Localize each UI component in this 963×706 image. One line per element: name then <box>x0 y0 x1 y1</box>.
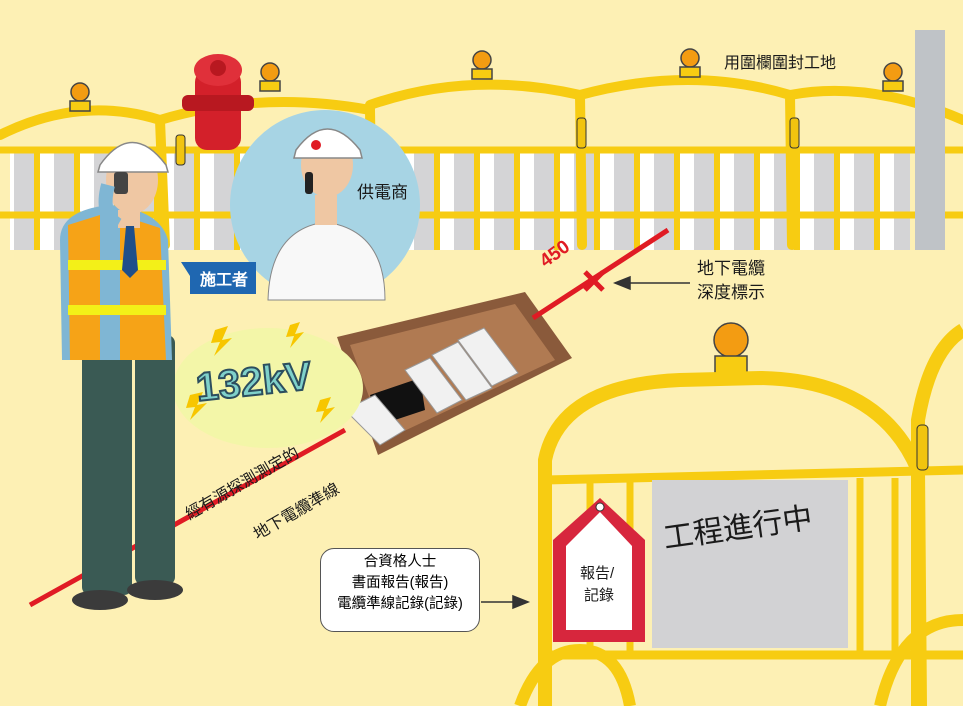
note-line: 合資格人士 <box>363 554 437 570</box>
warning-lamp-icons <box>69 48 904 375</box>
worker-badge: 施工者 <box>180 262 257 294</box>
fire-hydrant-icon <box>182 54 254 150</box>
utility-label: 供電商 <box>357 183 408 202</box>
voltage-glow <box>173 328 363 448</box>
tag-label-2: 記錄 <box>584 587 615 604</box>
cable-depth-label-1: 地下電纜 <box>697 259 765 278</box>
arrow-icon <box>612 275 690 291</box>
note-line: 電纜準線記錄(記錄) <box>337 596 463 612</box>
depth-marker-icon <box>583 270 605 292</box>
hoarding-label: 用圍欄圍封工地 <box>724 55 837 72</box>
utility-pole <box>915 30 945 250</box>
tag-label-1: 報告/ <box>580 565 615 582</box>
report-note-box: 合資格人士 書面報告(報告) 電纜準線記錄(記錄) <box>320 548 480 632</box>
work-in-progress-sign <box>652 480 848 648</box>
note-line: 書面報告(報告) <box>351 575 449 591</box>
front-barrier <box>514 324 963 706</box>
construction-worker <box>60 141 183 610</box>
utility-person <box>267 128 386 301</box>
trench <box>337 292 572 455</box>
arrow-icon <box>481 594 531 610</box>
cable-depth-label-2: 深度標示 <box>697 283 765 302</box>
report-tag-icon <box>553 498 645 642</box>
lightning-icons <box>186 322 335 423</box>
